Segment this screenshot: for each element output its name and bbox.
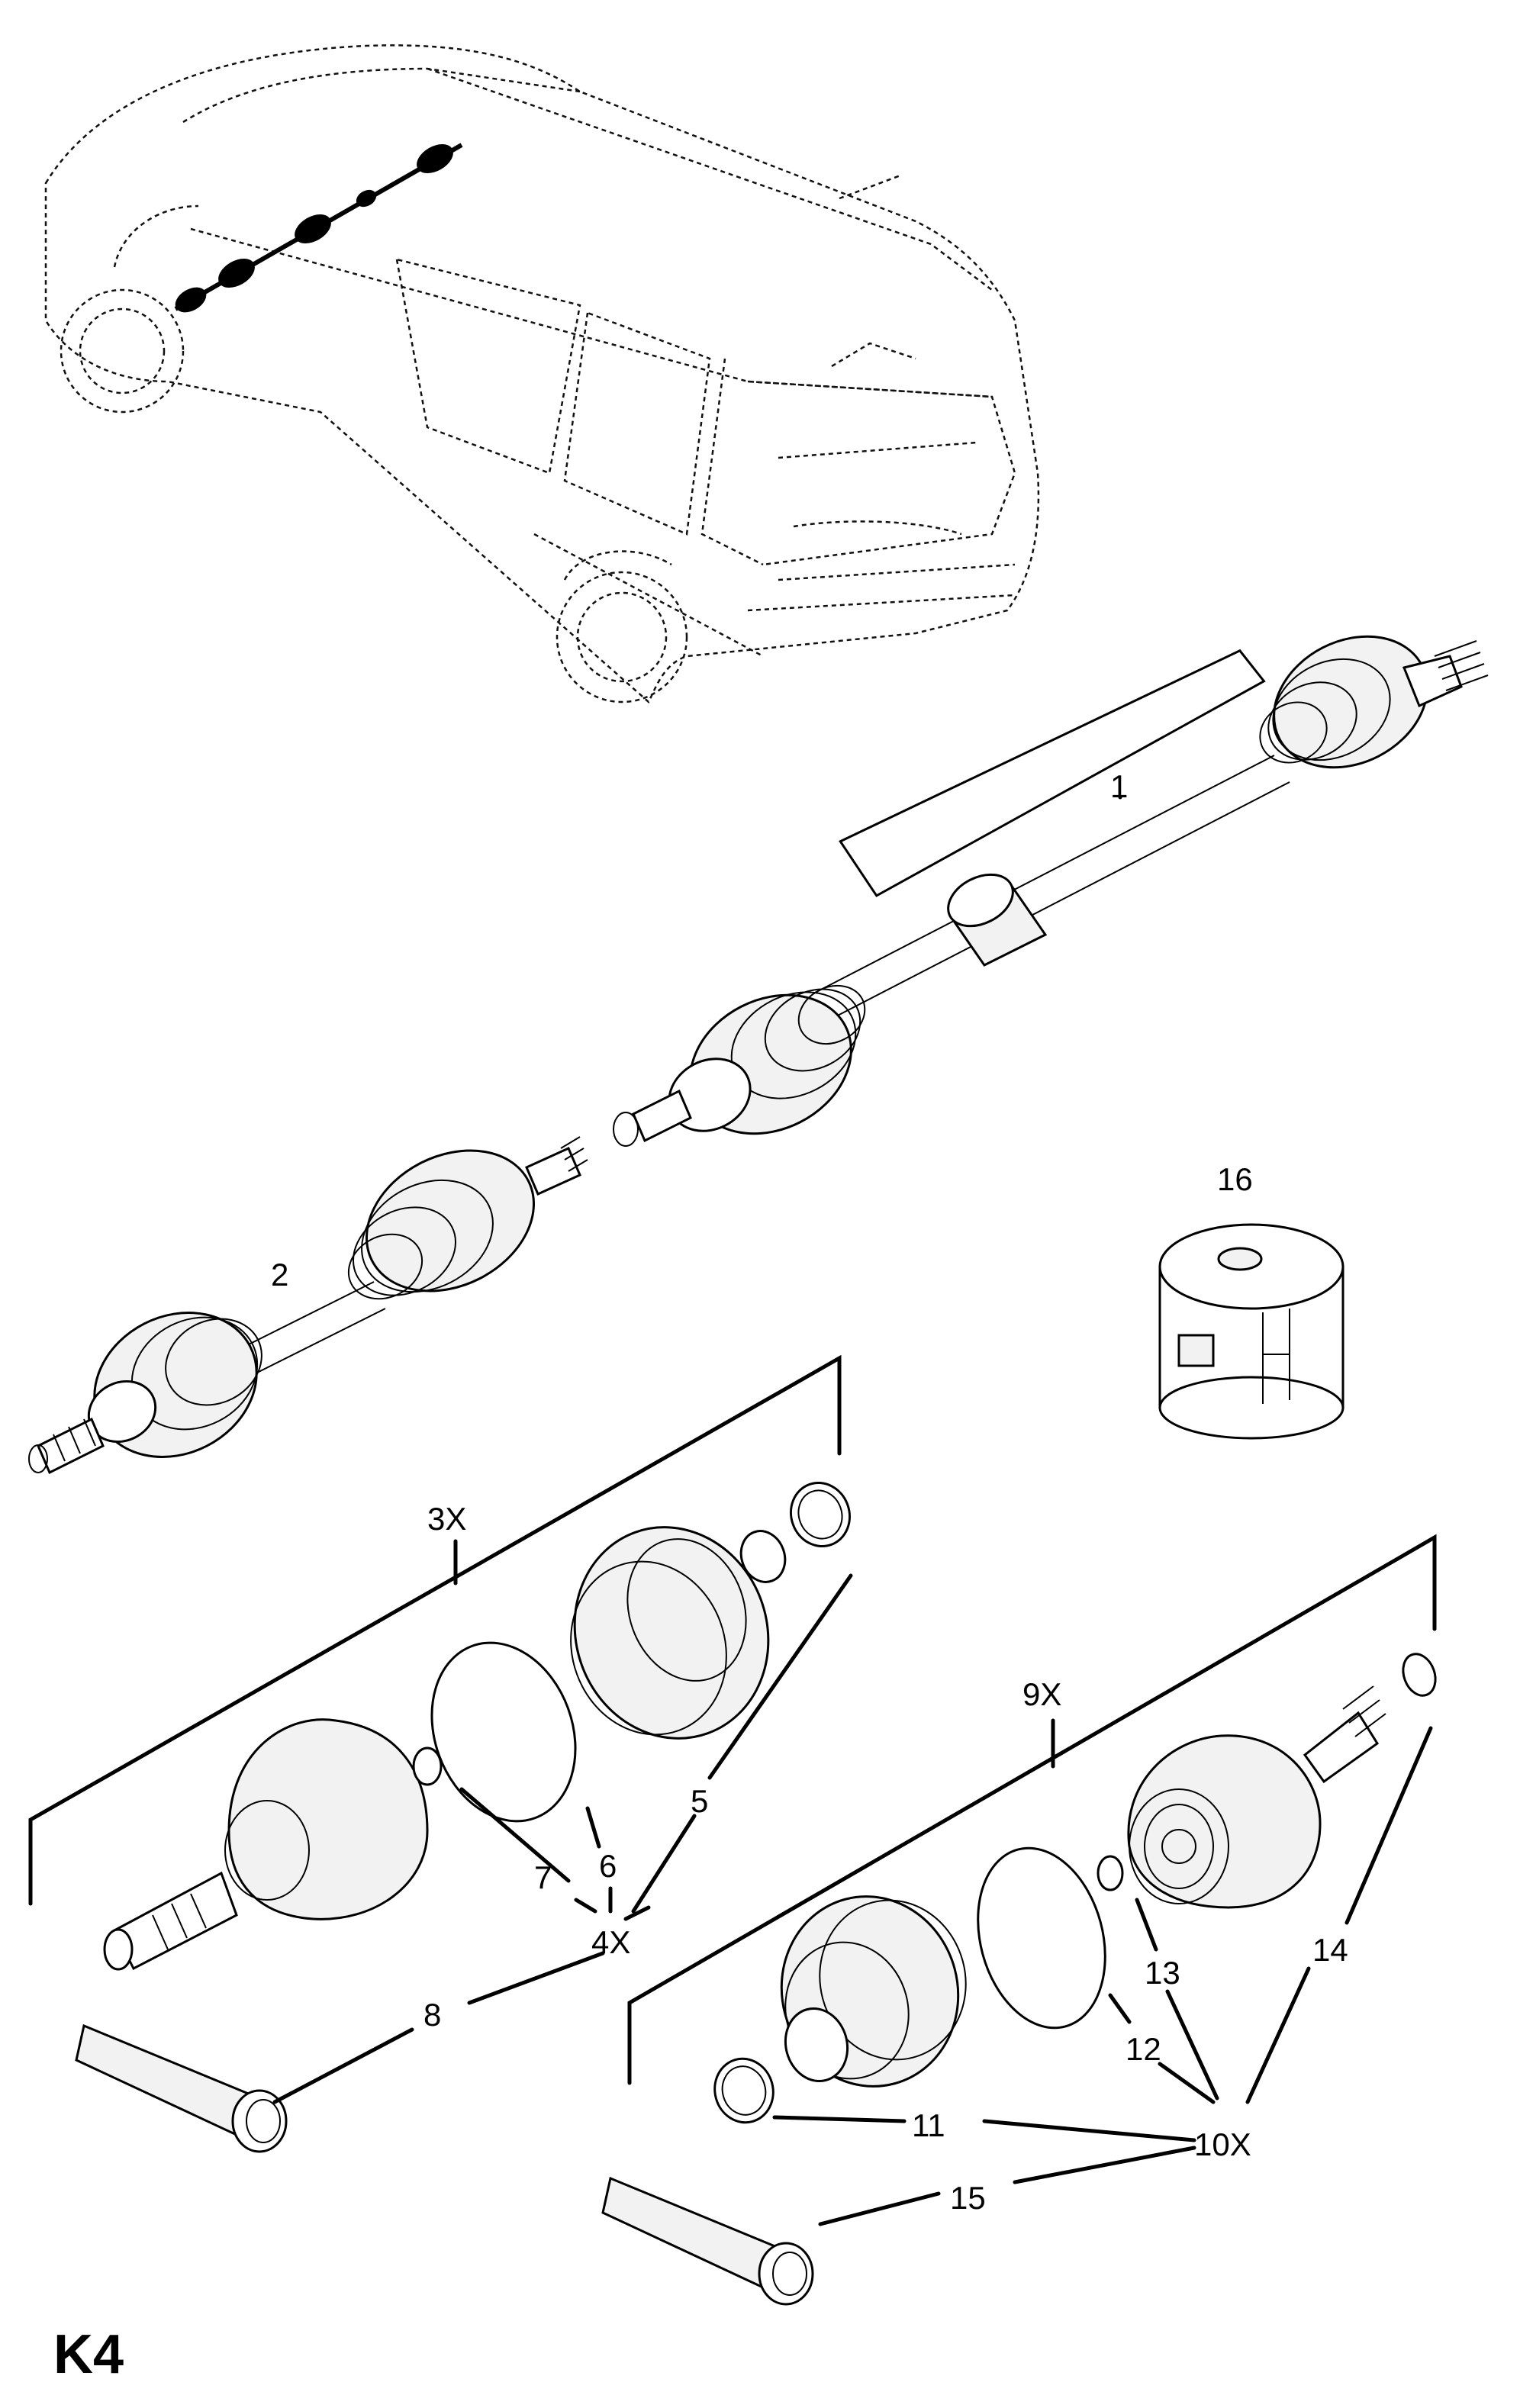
- boot-3x: [570, 1526, 787, 1740]
- callout-8: 8: [423, 1997, 441, 2033]
- leader-lines-3x: [272, 1573, 853, 2104]
- grease-tube-9x: [601, 2176, 814, 2306]
- boot-9x: [780, 1895, 967, 2088]
- callout-9x: 9X: [1022, 1676, 1061, 1712]
- drive-shaft-long: [613, 635, 1489, 1147]
- callout-10x: 10X: [1194, 2126, 1251, 2162]
- clip-ring-9x-right: [1402, 1653, 1437, 1697]
- callout-16: 16: [1217, 1161, 1253, 1197]
- callout-15: 15: [950, 2180, 986, 2216]
- callout-2: 2: [271, 1257, 288, 1293]
- inner-joint-9x: [1127, 1685, 1386, 1909]
- clip-ring-small: [412, 1746, 443, 1786]
- callout-labels: 1 2 3X 16 5 6 7 4X 8 9X 13 14 12 11 10X …: [271, 768, 1348, 2216]
- clamp-band-large: [430, 1641, 577, 1823]
- clip-ring-9x-left: [1097, 1855, 1124, 1891]
- callout-14: 14: [1312, 1932, 1348, 1968]
- callout-13: 13: [1145, 1955, 1180, 1991]
- callout-11: 11: [912, 2107, 945, 2143]
- clamp-small-9x: [713, 2057, 774, 2124]
- callout-12: 12: [1126, 2031, 1161, 2067]
- callout-3x: 3X: [427, 1501, 466, 1537]
- sheet-code: K4: [53, 2324, 124, 2385]
- vehicle-outline: [44, 44, 1040, 704]
- bracket-3x: [28, 1354, 842, 1906]
- bracket-9x: [627, 1534, 1437, 2085]
- grease-tube-3x: [75, 2023, 288, 2153]
- outer-joint-3x: [103, 1718, 429, 1971]
- clamp-band-9x: [977, 1846, 1106, 2030]
- clamp-small-3x: [790, 1481, 851, 1548]
- vehicle-shaft-highlight: [174, 143, 463, 313]
- callout-6: 6: [599, 1848, 617, 1884]
- callout-1: 1: [1110, 768, 1128, 804]
- grease-container: [1158, 1223, 1344, 1440]
- callout-4x: 4X: [591, 1924, 630, 1960]
- callout-7: 7: [534, 1859, 552, 1895]
- callout-5: 5: [691, 1783, 708, 1819]
- leader-lines-9x: [772, 1726, 1433, 2226]
- drive-shaft-short: [28, 1136, 588, 1475]
